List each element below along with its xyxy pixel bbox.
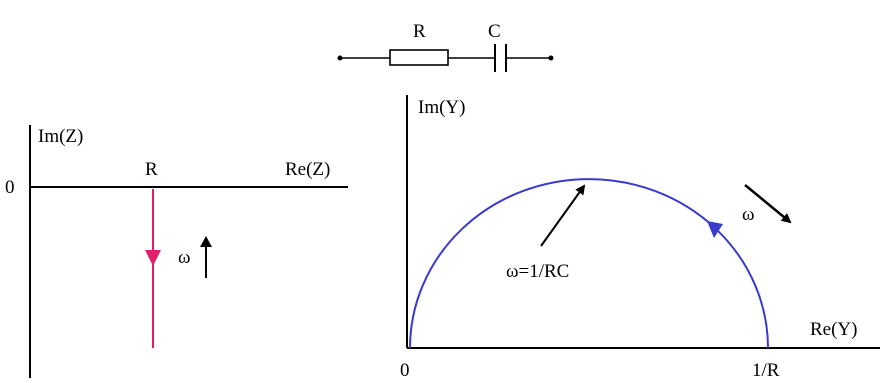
resistor-symbol [389, 49, 449, 66]
admittance-y-axis-label: Im(Y) [418, 97, 465, 118]
admittance-x-axis-label: Re(Y) [810, 319, 857, 340]
admittance-semicircle [409, 178, 769, 349]
impedance-x-axis-label: Re(Z) [285, 159, 330, 180]
peak-annotation: ω=1/RC [506, 261, 569, 282]
admittance-end-label: 1/R [752, 360, 780, 378]
impedance-omega-label: ω [178, 247, 191, 268]
peak-pointer-arrow [540, 184, 586, 247]
impedance-origin-label: 0 [5, 177, 15, 198]
capacitor-label: C [488, 21, 501, 42]
impedance-omega-arrow [200, 236, 212, 278]
circuit-terminal-right [548, 55, 554, 61]
admittance-plot: Im(Y) Re(Y) 0 1/R ω=1/RC ω [400, 95, 880, 381]
admittance-omega-arrow [744, 184, 792, 224]
admittance-omega-label: ω [742, 204, 755, 225]
admittance-origin-label: 0 [400, 360, 410, 378]
resistor-label: R [413, 21, 426, 42]
circuit-schematic: R C [337, 21, 554, 72]
admittance-direction-arrow [707, 221, 723, 238]
impedance-direction-arrow [145, 250, 161, 266]
impedance-point-label: R [145, 159, 158, 180]
impedance-y-axis-label: Im(Z) [38, 126, 83, 147]
impedance-plot: Im(Z) Re(Z) 0 R ω [5, 125, 348, 378]
circuit-terminal-left [337, 55, 343, 61]
